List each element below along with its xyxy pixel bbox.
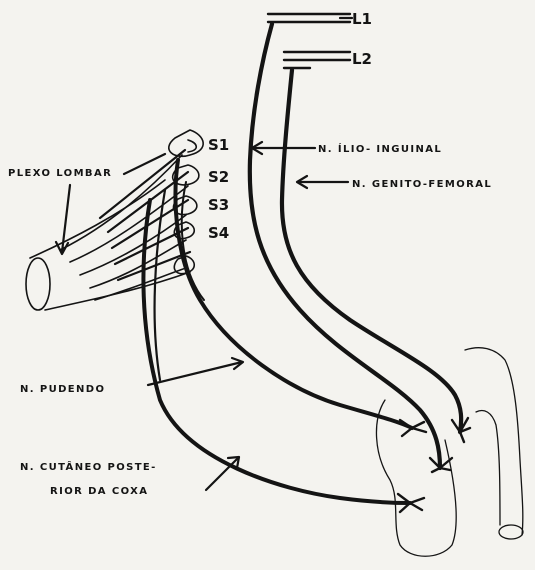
label-l2: L2 (352, 50, 372, 68)
label-s4: S4 (208, 224, 229, 242)
label-ilio-inguinal: N. ÍLIO- INGUINAL (318, 142, 442, 155)
pudendal-terminal (400, 420, 426, 436)
cord-outline (465, 348, 523, 535)
label-cutaneo-line1: N. CUTÂNEO POSTE- (20, 460, 157, 473)
posterior-cutaneous-nerve-root (155, 190, 165, 380)
cord-end (499, 525, 523, 539)
label-s1: S1 (208, 136, 229, 154)
label-pudendo: N. PUDENDO (20, 384, 105, 395)
l2-level-bars (284, 52, 350, 68)
label-genito-femoral: N. GENITO-FEMORAL (352, 179, 492, 190)
genito-femoral-nerve (282, 70, 461, 432)
cord-outline-inner (476, 411, 500, 525)
label-s2: S2 (208, 168, 229, 186)
thigh-outline (376, 400, 456, 556)
pointer-pudendo (148, 358, 243, 385)
pointer-genito-femoral (297, 176, 348, 188)
ilio-inguinal-nerve (250, 24, 440, 468)
label-s3: S3 (208, 196, 229, 214)
label-l1: L1 (352, 10, 372, 28)
label-cutaneo-line2: RIOR DA COXA (50, 486, 148, 497)
l1-level-bars (268, 14, 350, 22)
label-plexo-lombar: PLEXO LOMBAR (8, 168, 112, 179)
